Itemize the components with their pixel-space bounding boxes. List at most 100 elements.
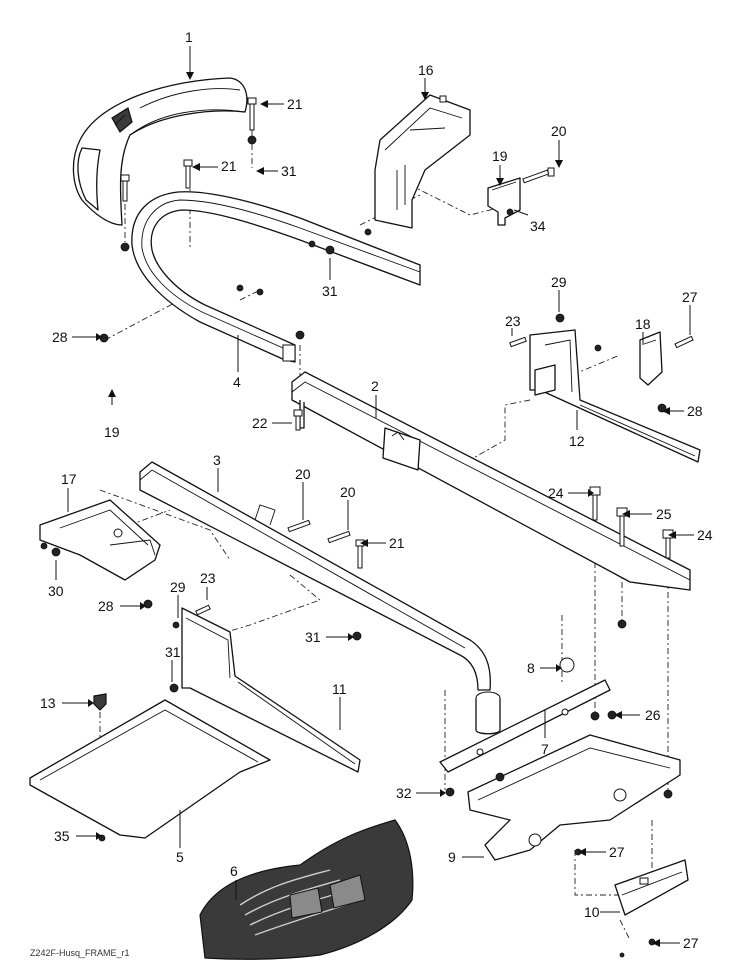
callout-7: 7 — [541, 741, 549, 757]
callout-5: 5 — [176, 849, 184, 865]
nut-31-upper — [247, 135, 257, 145]
callout-29-a: 29 — [551, 274, 567, 290]
nut-24-lower — [590, 711, 600, 721]
nut-frame-b — [364, 228, 372, 236]
nut-29-left — [172, 621, 180, 629]
callout-11: 11 — [332, 681, 347, 697]
callout-30: 30 — [48, 583, 64, 599]
callout-22: 22 — [252, 415, 268, 431]
plug-8 — [559, 657, 575, 673]
callout-9: 9 — [448, 849, 456, 865]
bolt-20-mid-a — [287, 519, 311, 533]
callout-24-a: 24 — [548, 485, 564, 501]
nut-frame-e — [295, 330, 305, 340]
callout-13: 13 — [40, 695, 56, 711]
nut-28-upper — [99, 333, 109, 343]
front-mount-bracket-part — [614, 859, 689, 916]
nut-bracket — [495, 772, 505, 782]
callout-28-b: 28 — [687, 403, 703, 419]
callout-27-b: 27 — [609, 844, 625, 860]
washer-34 — [506, 208, 514, 216]
callout-8: 8 — [527, 660, 535, 676]
rear-fender-cover-part — [72, 77, 248, 226]
callout-31-d: 31 — [165, 644, 181, 660]
rear-tube-frame-part — [131, 191, 421, 363]
callout-21-c: 21 — [389, 535, 405, 551]
callout-12: 12 — [569, 433, 585, 449]
left-side-rail-part — [181, 607, 361, 773]
callout-23-a: 23 — [505, 313, 521, 329]
main-cross-tube-part — [291, 371, 691, 591]
nut-30-b — [40, 542, 48, 550]
callout-31-c: 31 — [305, 629, 321, 645]
callout-19-a: 19 — [492, 148, 508, 164]
callout-28-c: 28 — [98, 598, 114, 614]
callout-34: 34 — [530, 218, 546, 234]
callout-19-b: 19 — [104, 424, 120, 440]
callout-35: 35 — [54, 828, 70, 844]
seat-mount-plate-part — [374, 94, 471, 229]
callout-26: 26 — [645, 707, 661, 723]
nut-rear-left — [120, 242, 130, 252]
bolt-23-right — [509, 336, 527, 348]
bolt-20-upper — [522, 167, 555, 184]
callout-31-b: 31 — [322, 283, 338, 299]
callout-18: 18 — [635, 316, 651, 332]
callout-20-c: 20 — [340, 484, 356, 500]
nut-frame-d — [256, 288, 264, 296]
bolt-23-left — [195, 604, 211, 616]
callout-6: 6 — [230, 863, 238, 879]
bracket-upper-part — [487, 177, 521, 226]
callout-31-a: 31 — [281, 163, 297, 179]
nut-24-right-lower — [663, 789, 673, 799]
nut-31-lower — [352, 631, 362, 641]
front-bracket-part — [467, 734, 681, 861]
callout-25: 25 — [656, 506, 672, 522]
left-floor-plate-part — [39, 499, 161, 581]
callout-29-b: 29 — [170, 579, 186, 595]
callout-17: 17 — [61, 471, 77, 487]
bolt-27-right — [674, 335, 694, 349]
callout-10: 10 — [584, 904, 600, 920]
fastener-bottom — [619, 952, 625, 958]
bolt-20-mid-b — [327, 530, 351, 544]
bolt-rear-left — [120, 174, 130, 202]
callout-leaders — [55, 46, 694, 947]
nut-29-right — [555, 313, 565, 323]
callout-20-b: 20 — [295, 466, 311, 482]
front-cross-tube-part — [139, 461, 501, 735]
drawing-reference: Z242F-Husq_FRAME_r1 — [30, 948, 130, 958]
callout-24-b: 24 — [697, 527, 713, 543]
callout-28-a: 28 — [52, 329, 68, 345]
callout-27-a: 27 — [682, 289, 698, 305]
floor-mat-part — [29, 699, 271, 839]
callout-1: 1 — [185, 29, 193, 45]
callout-numbers: 1 16 21 21 31 20 19 34 31 28 4 19 29 27 … — [40, 29, 713, 951]
nut-25-lower — [617, 619, 627, 629]
nut-28-left — [143, 599, 153, 609]
front-foot-tray-part — [199, 819, 414, 960]
nut-frame-c — [236, 284, 244, 292]
callout-2: 2 — [371, 378, 379, 394]
callout-23-b: 23 — [200, 570, 216, 586]
flat-strap-part — [439, 679, 611, 773]
nut-31-left — [169, 683, 179, 693]
callout-32: 32 — [396, 785, 412, 801]
angle-bracket-part — [639, 331, 663, 386]
nut-31-mid — [325, 245, 335, 255]
callout-4: 4 — [233, 374, 241, 390]
nut-frame-a — [308, 240, 316, 248]
bolt-21-upper — [247, 97, 257, 131]
right-side-rail-part — [529, 329, 701, 463]
callout-20-a: 20 — [551, 123, 567, 139]
nut-rail-right — [594, 344, 602, 352]
callout-3: 3 — [213, 452, 221, 468]
callout-27-c: 27 — [683, 935, 699, 951]
mat-clip-part — [93, 693, 107, 711]
bolt-21-left — [183, 159, 193, 189]
callout-21-b: 21 — [221, 158, 237, 174]
callout-21-a: 21 — [287, 96, 303, 112]
nut-32 — [445, 787, 455, 797]
nut-30 — [51, 547, 61, 557]
